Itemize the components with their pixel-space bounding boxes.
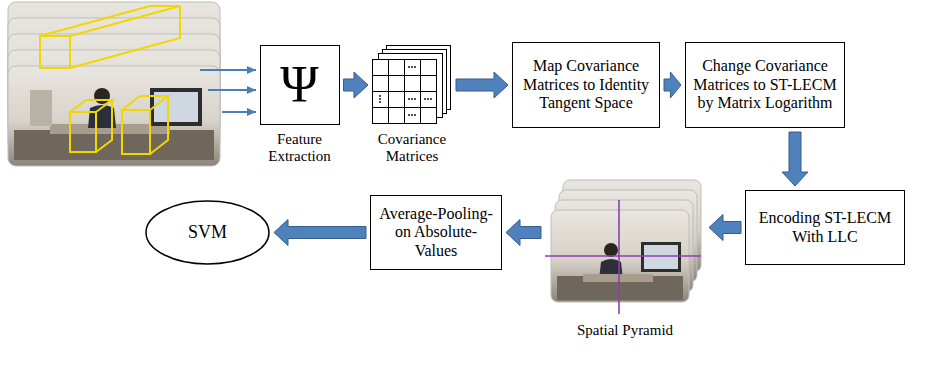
terminal-ellipse: SVM	[145, 200, 270, 265]
process-box: Encoding ST-LECM With LLC	[745, 190, 905, 265]
node-label: Average-Pooling- on Absolute-Values	[378, 205, 494, 260]
node-label: Ψ	[280, 59, 318, 111]
node-label: Encoding ST-LECM With LLC	[753, 209, 897, 246]
node-caption: Spatial Pyramid	[545, 322, 705, 339]
block-arrow	[274, 220, 366, 246]
process-box: Average-Pooling- on Absolute-Values	[370, 195, 502, 270]
icon-shape	[545, 176, 705, 316]
block-arrow	[664, 72, 681, 98]
process-box: Map Covariance Matrices to Identity Tang…	[512, 42, 660, 128]
block-arrow	[344, 72, 369, 98]
block-arrow	[506, 220, 541, 246]
node-label: Change Covariance Matrices to ST-LECM by…	[693, 57, 837, 112]
feature-extraction-block: Ψ Feature Extraction	[252, 45, 347, 166]
psi-box: Ψ	[260, 45, 340, 125]
node-caption: Covariance Matrices	[366, 131, 458, 166]
node-label: Map Covariance Matrices to Identity Tang…	[520, 57, 652, 112]
icon-shape	[372, 45, 452, 125]
covariance-matrices-icon: Covariance Matrices	[366, 45, 458, 166]
process-box: Change Covariance Matrices to ST-LECM by…	[685, 42, 845, 128]
spatial-pyramid-image: Spatial Pyramid	[545, 176, 705, 339]
block-arrow	[782, 132, 808, 186]
node-label: SVM	[188, 222, 227, 243]
block-arrow	[456, 72, 508, 98]
block-arrow	[709, 215, 741, 241]
node-caption: Feature Extraction	[252, 131, 347, 166]
